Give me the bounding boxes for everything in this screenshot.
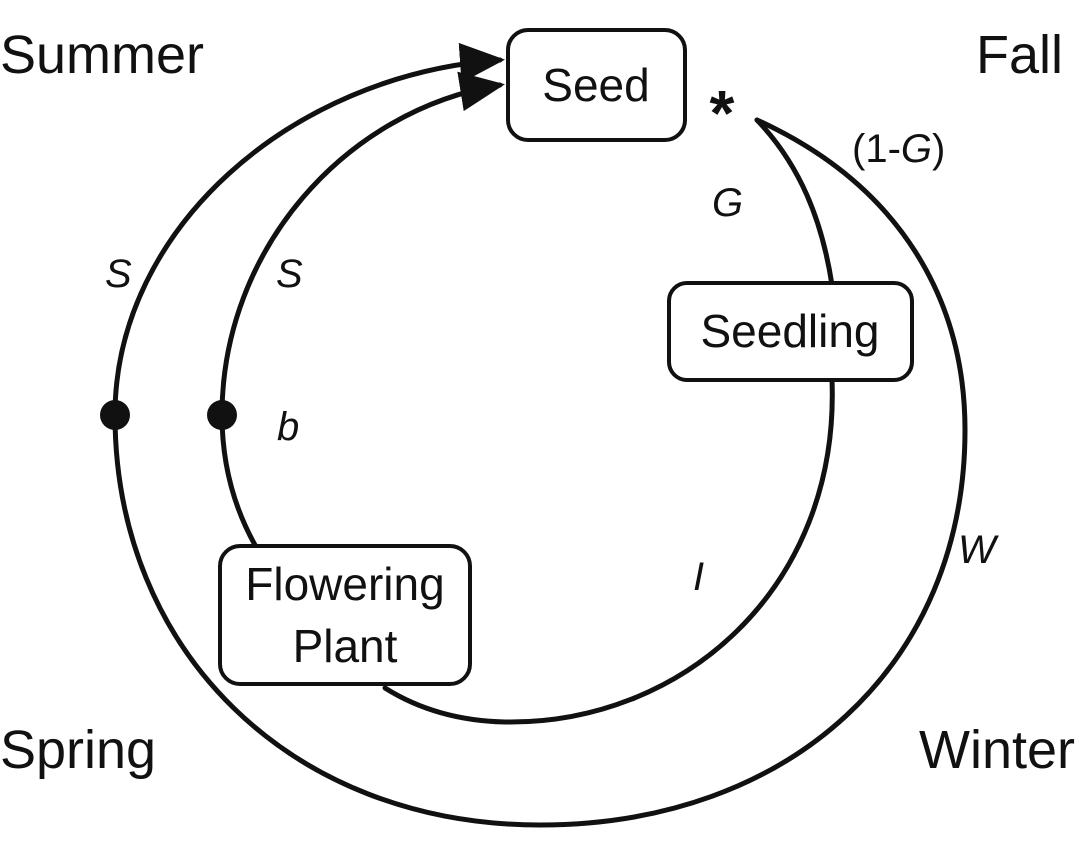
seedling-box <box>667 281 914 382</box>
s-inner-label: S <box>276 252 303 296</box>
s-outer-label: S <box>105 252 132 296</box>
seed-stage: Seed <box>506 28 687 142</box>
season-summer: Summer <box>0 25 204 85</box>
one-minus-g-open: (1- <box>852 127 901 171</box>
reproduction-arc <box>219 71 505 548</box>
w-label: W <box>958 528 999 572</box>
g-label: G <box>712 181 743 225</box>
germination-arc <box>754 117 835 288</box>
season-fall: Fall <box>976 25 1063 85</box>
i-label: I <box>693 555 704 599</box>
census-dot-inner <box>207 400 237 430</box>
census-asterisk: * <box>710 77 735 149</box>
seedling-stage: Seedling <box>667 281 914 382</box>
seed-label: Seed <box>542 59 649 111</box>
flowering-label-line1: Flowering <box>245 558 444 610</box>
b-label: b <box>277 405 299 449</box>
inner-loop-arc <box>382 377 835 725</box>
flowering-plant-box <box>218 544 472 686</box>
one-minus-g-close: ) <box>932 127 945 171</box>
season-spring: Spring <box>0 720 156 780</box>
flowering-label-line2: Plant <box>293 620 398 672</box>
seedling-label: Seedling <box>700 305 879 357</box>
outer-loop-arc <box>112 42 968 828</box>
one-minus-g-var: G <box>901 127 932 171</box>
flowering-plant-stage: Flowering Plant <box>218 544 472 686</box>
season-winter: Winter <box>919 720 1075 780</box>
one-minus-g-label: (1-G) <box>852 127 945 171</box>
seed-box <box>506 28 687 142</box>
census-dot-outer <box>100 400 130 430</box>
